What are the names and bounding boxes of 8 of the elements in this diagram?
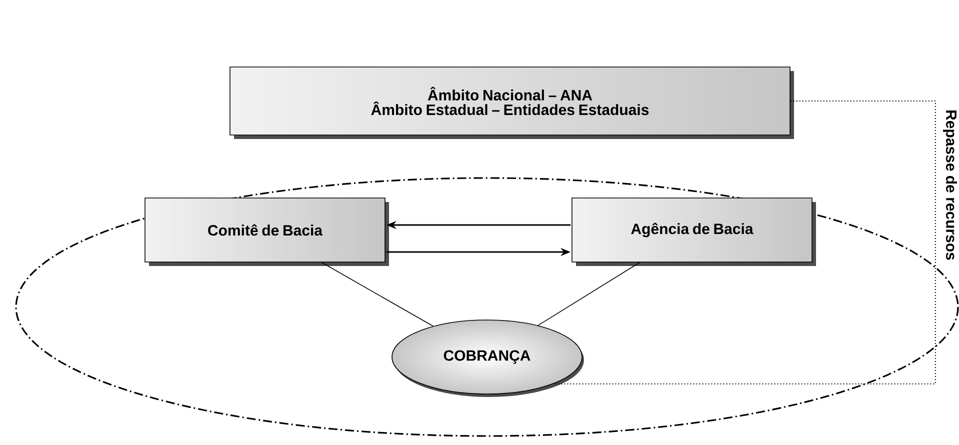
- connector-line: [538, 262, 640, 326]
- ellipse-node: COBRANÇA: [392, 320, 584, 397]
- process-box: Agência de Bacia: [572, 198, 816, 266]
- edge-label: Repasse de recursos: [942, 108, 958, 262]
- process-box: Comitê de Bacia: [144, 198, 389, 266]
- connector-line: [552, 100, 936, 384]
- process-box: Âmbito Nacional – ANA Âmbito Estadual – Entidades Estaduais: [230, 66, 794, 139]
- connector-line: [321, 262, 434, 327]
